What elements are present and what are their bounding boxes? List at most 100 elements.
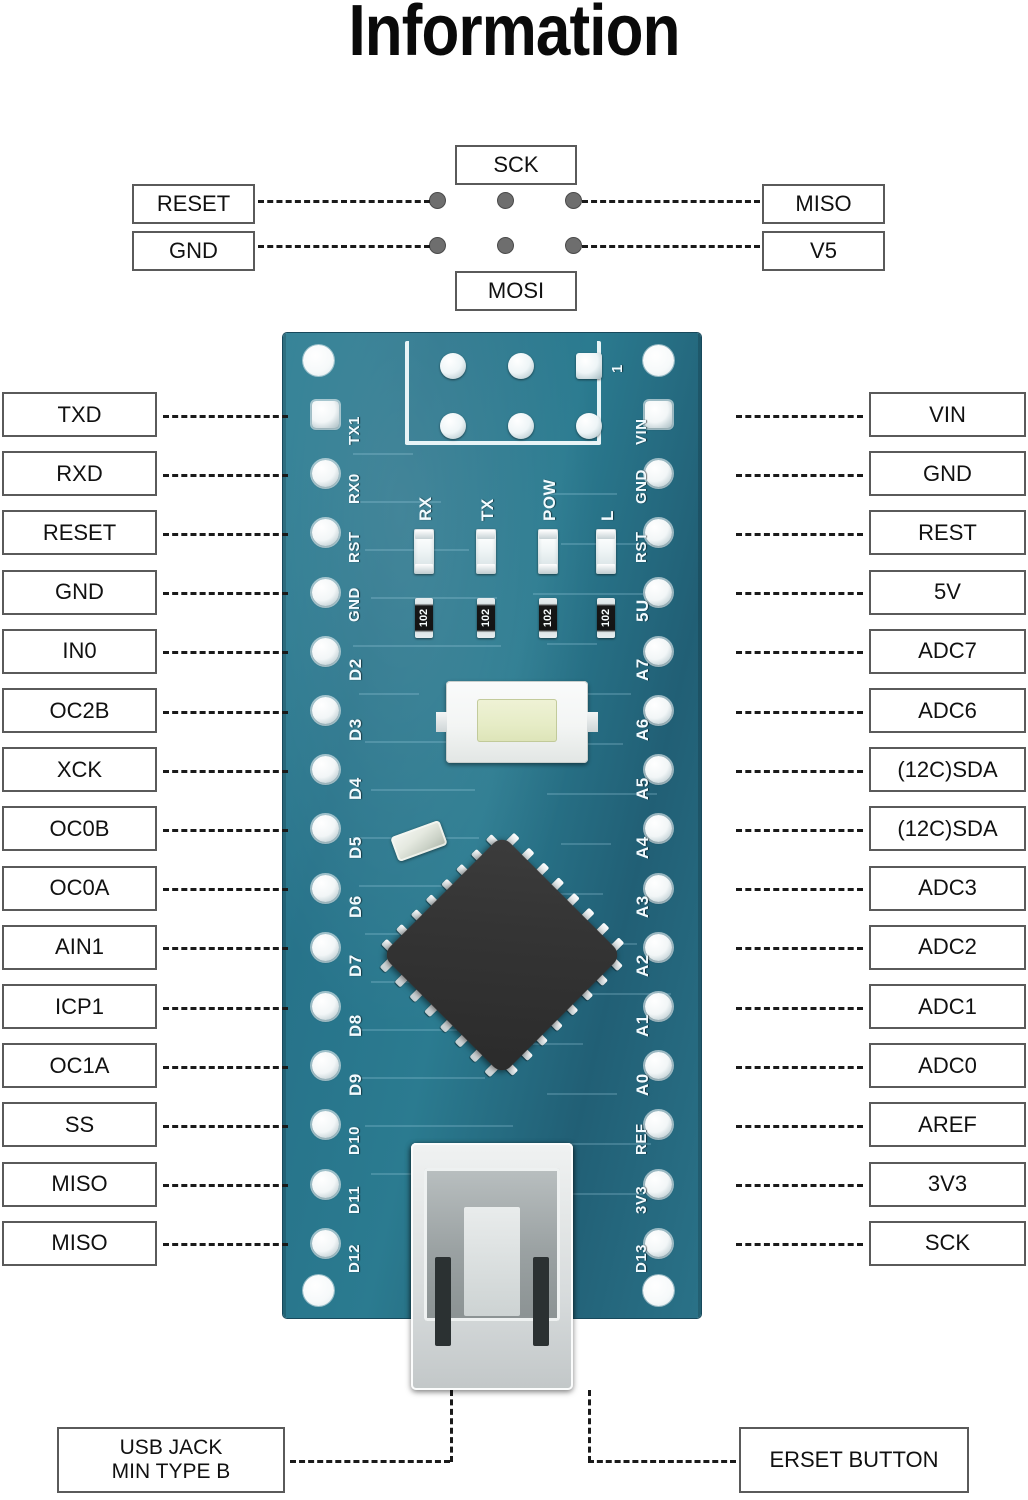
- icsp-dash-right-2: [582, 245, 760, 248]
- board-pad-right-9: [645, 933, 672, 961]
- left-pin-label-14: MISO: [2, 1220, 157, 1266]
- board-pad-left-11: [312, 1052, 339, 1080]
- pcb-trace: [359, 693, 419, 695]
- led-l: [596, 529, 616, 574]
- pcb-trace: [533, 893, 603, 895]
- board-pad-right-0: [645, 401, 672, 428]
- silk-right-12: REF: [633, 1123, 650, 1155]
- mounting-hole-3: [643, 1275, 674, 1306]
- silk-left-1: RX0: [346, 473, 363, 504]
- right-pin-label-9: ADC2: [869, 924, 1026, 970]
- pcb-trace: [353, 1029, 457, 1031]
- silk-right-11: A0: [633, 1072, 652, 1096]
- silk-left-11: D9: [346, 1072, 365, 1096]
- icsp-pin-2: [497, 192, 514, 209]
- reset-button-leg-left: [436, 712, 447, 732]
- icsp-dash-left-1: [258, 200, 430, 203]
- usb-jack-body: [411, 1143, 573, 1390]
- left-pin-dash-0: [163, 414, 288, 418]
- silk-left-10: D8: [346, 1013, 365, 1037]
- board-pad-right-2: [645, 519, 672, 547]
- left-pin-label-3: GND: [2, 569, 157, 615]
- resistor-code: 102: [418, 608, 431, 628]
- right-pin-label-11: ADC0: [869, 1043, 1026, 1089]
- board-pad-left-6: [312, 756, 339, 784]
- silk-left-5: D3: [346, 717, 365, 741]
- usb-slot-left-outer: [435, 1256, 452, 1346]
- left-pin-label-4: IN0: [2, 628, 157, 674]
- icsp-pin-5: [497, 237, 514, 254]
- silk-right-2: RST: [633, 531, 650, 563]
- silk-right-7: A4: [633, 836, 652, 859]
- pcb-trace: [561, 993, 671, 995]
- left-pin-label-12: SS: [2, 1102, 157, 1148]
- left-pin-dash-5: [163, 710, 288, 714]
- pcb-trace: [359, 1077, 485, 1079]
- usb-jack-callout-line2: MIN TYPE B: [111, 1460, 231, 1483]
- board-pad-left-8: [312, 874, 339, 902]
- right-pin-dash-6: [736, 769, 863, 773]
- icsp-label-reset: RESET: [132, 184, 255, 224]
- silk-left-8: D6: [346, 895, 365, 919]
- pcb-trace: [561, 1143, 651, 1145]
- reset-button-callout: ERSET BUTTON: [739, 1427, 969, 1493]
- left-pin-dash-8: [163, 888, 288, 892]
- left-pin-dash-12: [163, 1124, 288, 1128]
- led-rx: [414, 529, 434, 574]
- silk-right-4: A7: [633, 658, 652, 682]
- right-pin-dash-0: [736, 414, 863, 418]
- right-pin-label-3: 5V: [869, 569, 1026, 615]
- silk-left-4: D2: [346, 658, 365, 682]
- right-pin-dash-7: [736, 828, 863, 832]
- silk-left-7: D5: [346, 836, 365, 859]
- left-pin-label-2: RESET: [2, 510, 157, 556]
- board-pad-right-5: [645, 697, 672, 724]
- left-pin-dash-7: [163, 828, 288, 832]
- silk-right-13: 3V3: [633, 1185, 650, 1215]
- resistor-1: 102: [477, 598, 495, 638]
- right-pin-label-6: (12C)SDA: [869, 747, 1026, 793]
- silk-left-13: D11: [346, 1185, 363, 1215]
- icsp-pin-3: [565, 192, 582, 209]
- right-pin-dash-11: [736, 1065, 863, 1069]
- board-pad-left-7: [312, 815, 339, 843]
- right-pin-dash-3: [736, 592, 863, 596]
- silk-right-14: D13: [633, 1244, 650, 1274]
- left-pin-dash-11: [163, 1065, 288, 1069]
- mounting-hole-1: [643, 345, 674, 376]
- right-pin-label-5: ADC6: [869, 688, 1026, 733]
- left-pin-dash-2: [163, 532, 288, 536]
- board-pad-left-1: [312, 460, 339, 488]
- board-icsp-pad-2: [508, 353, 534, 379]
- right-pin-label-0: VIN: [869, 392, 1026, 437]
- right-pin-label-10: ADC1: [869, 984, 1026, 1029]
- reset-callout-dash-h: [588, 1460, 736, 1463]
- icsp-label-gnd: GND: [132, 231, 255, 271]
- board-pad-right-11: [645, 1052, 672, 1080]
- board-pad-right-12: [645, 1111, 672, 1139]
- left-pin-dash-10: [163, 1006, 288, 1010]
- right-pin-dash-10: [736, 1006, 863, 1010]
- board-icsp-pad-5: [508, 413, 534, 439]
- board-pad-left-14: [312, 1229, 339, 1257]
- pcb-trace: [359, 501, 441, 503]
- reset-button[interactable]: [436, 681, 598, 763]
- icsp-pin-4: [429, 237, 446, 254]
- pcb-trace: [533, 1193, 643, 1195]
- resistor-code: 102: [542, 608, 555, 628]
- pcb-trace: [365, 933, 425, 935]
- left-pin-label-9: AIN1: [2, 924, 157, 970]
- right-pin-dash-1: [736, 473, 863, 477]
- silk-right-3: 5U: [633, 599, 652, 623]
- board-pad-right-8: [645, 874, 672, 902]
- pcb-trace: [353, 453, 413, 455]
- icsp-pin1-marker: 1: [609, 364, 626, 373]
- left-pin-label-10: ICP1: [2, 984, 157, 1029]
- left-pin-dash-6: [163, 769, 288, 773]
- board-pad-right-3: [645, 578, 672, 606]
- led-pow: [538, 529, 558, 574]
- silk-left-6: D4: [346, 776, 365, 800]
- silk-left-12: D10: [346, 1125, 363, 1155]
- board-pad-left-9: [312, 933, 339, 961]
